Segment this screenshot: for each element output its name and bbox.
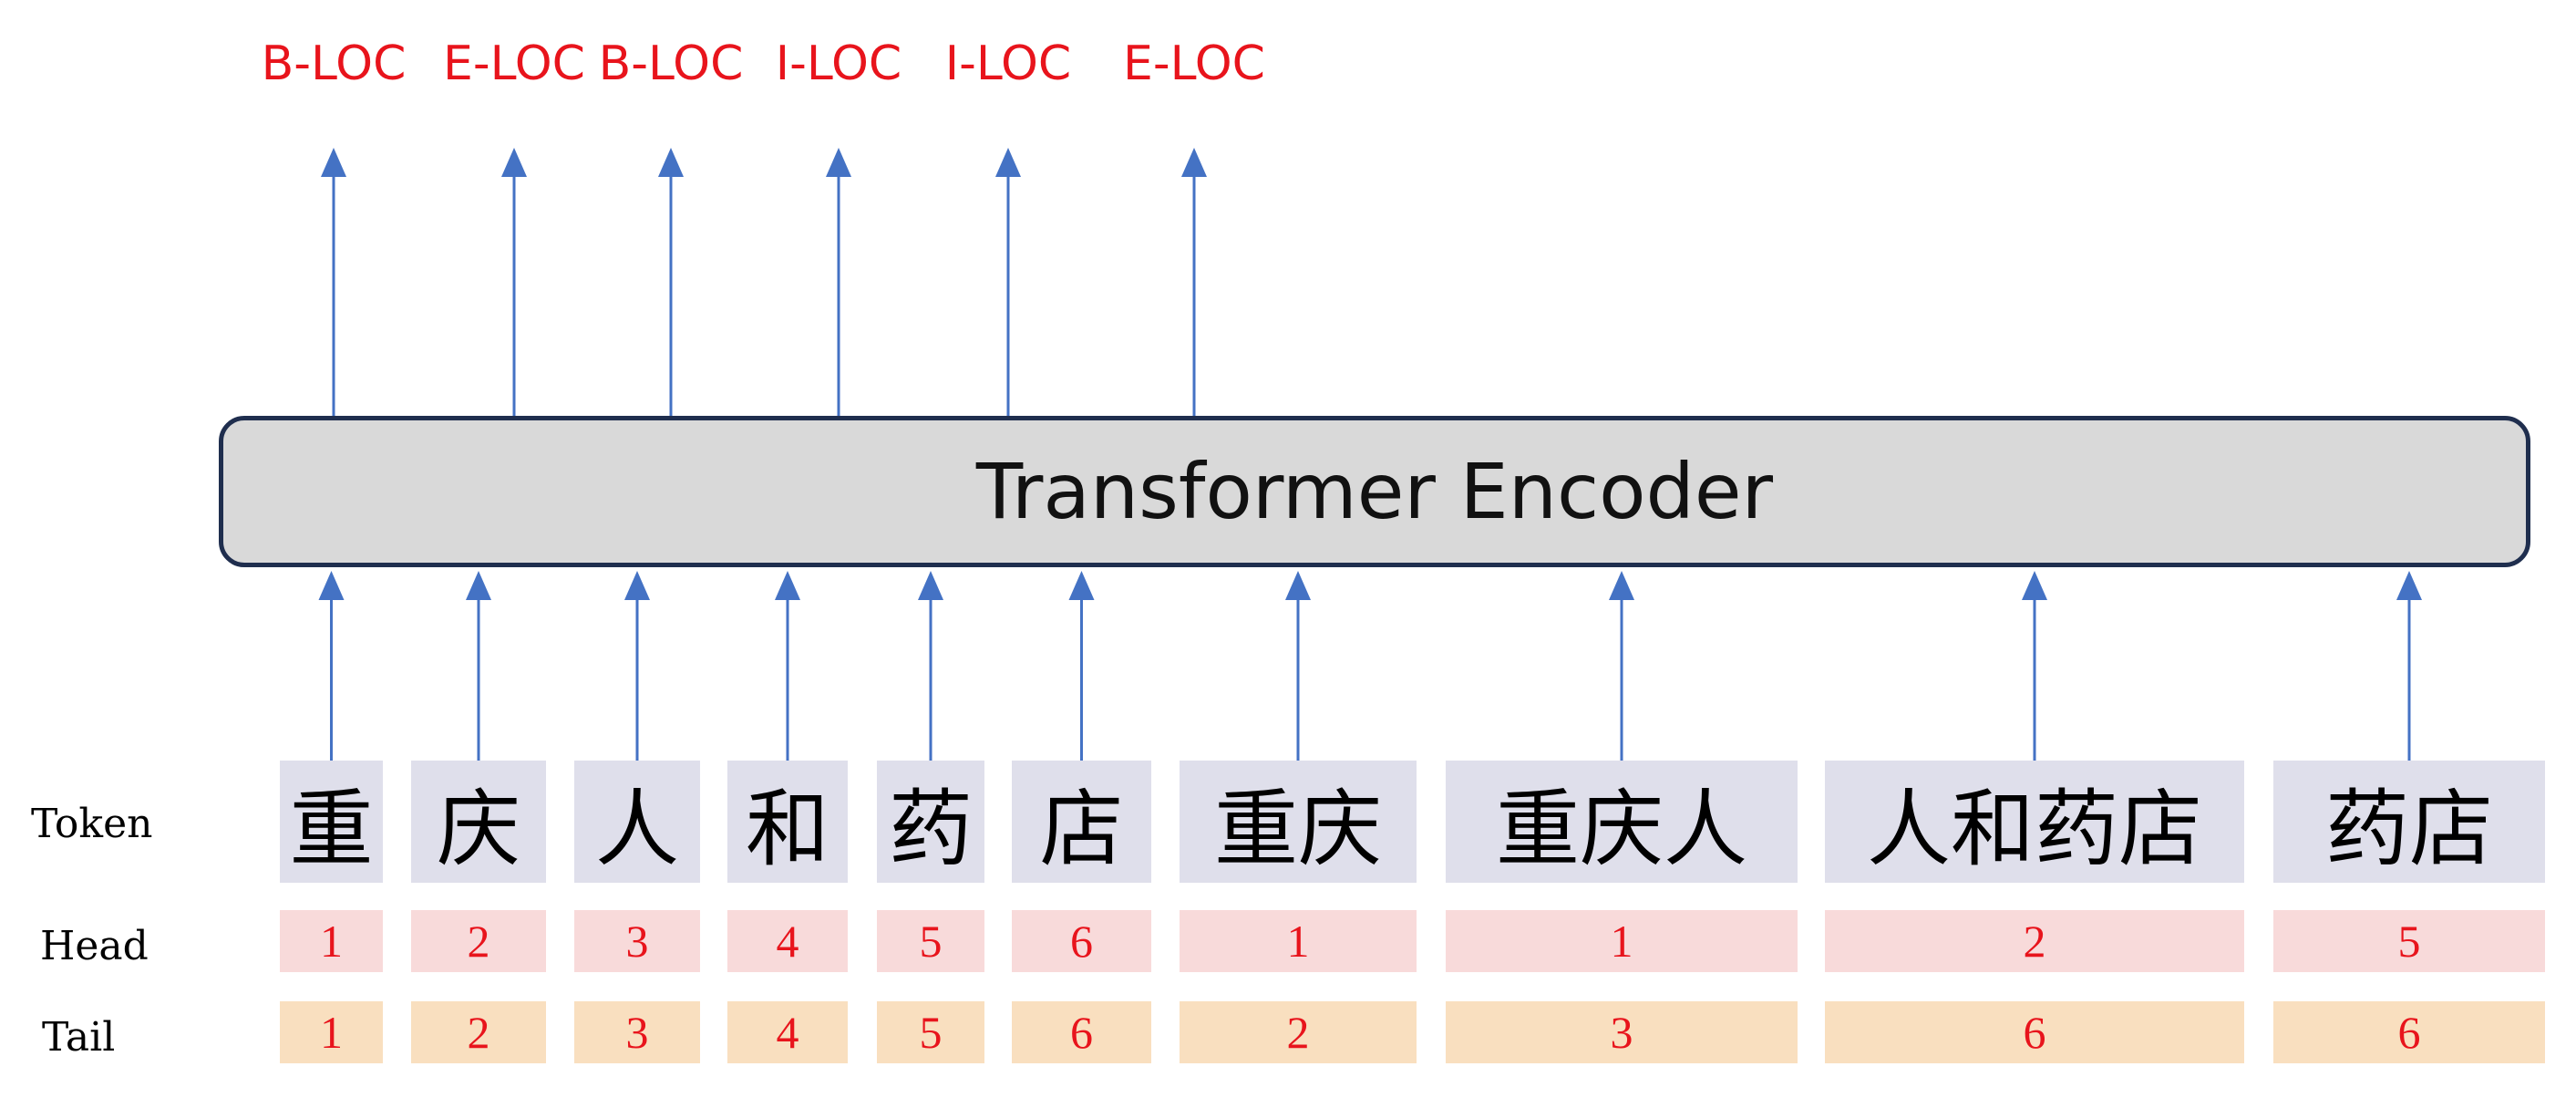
output-tag: I-LOC bbox=[775, 36, 902, 91]
transformer-encoder-block: Transformer Encoder bbox=[219, 416, 2530, 567]
tail-index-box: 3 bbox=[1446, 1001, 1798, 1063]
token-box: 人和药店 bbox=[1825, 761, 2244, 883]
head-index-box: 3 bbox=[574, 910, 700, 972]
tail-index-box: 2 bbox=[1180, 1001, 1417, 1063]
output-arrow bbox=[321, 148, 346, 416]
tail-index-box: 6 bbox=[1012, 1001, 1151, 1063]
encoder-label: Transformer Encoder bbox=[975, 447, 1774, 536]
input-arrow bbox=[775, 571, 800, 761]
tail-index-box: 6 bbox=[1825, 1001, 2244, 1063]
head-index-box: 2 bbox=[411, 910, 546, 972]
token-box: 人 bbox=[574, 761, 700, 883]
token-box: 重庆人 bbox=[1446, 761, 1798, 883]
token-box: 重庆 bbox=[1180, 761, 1417, 883]
input-arrow bbox=[624, 571, 650, 761]
head-index-box: 1 bbox=[1180, 910, 1417, 972]
head-index-box: 2 bbox=[1825, 910, 2244, 972]
token-box: 和 bbox=[727, 761, 848, 883]
output-tag: I-LOC bbox=[944, 36, 1072, 91]
input-arrow bbox=[466, 571, 491, 761]
tail-index-box: 6 bbox=[2273, 1001, 2545, 1063]
head-index-box: 4 bbox=[727, 910, 848, 972]
row-label-tail: Tail bbox=[42, 1014, 116, 1061]
input-arrow bbox=[2022, 571, 2047, 761]
tail-index-box: 5 bbox=[877, 1001, 984, 1063]
head-index-box: 1 bbox=[280, 910, 383, 972]
input-arrow bbox=[1609, 571, 1634, 761]
input-arrow bbox=[318, 571, 345, 761]
input-arrow bbox=[1285, 571, 1311, 761]
tail-index-box: 1 bbox=[280, 1001, 383, 1063]
head-index-box: 5 bbox=[2273, 910, 2545, 972]
input-arrow bbox=[1068, 571, 1095, 761]
output-arrow bbox=[658, 148, 684, 416]
output-arrow bbox=[995, 148, 1021, 416]
token-box: 药 bbox=[877, 761, 984, 883]
row-label-head: Head bbox=[40, 923, 149, 969]
output-tag: E-LOC bbox=[443, 36, 585, 91]
head-index-box: 5 bbox=[877, 910, 984, 972]
token-box: 庆 bbox=[411, 761, 546, 883]
output-tag: B-LOC bbox=[598, 36, 744, 91]
head-index-box: 1 bbox=[1446, 910, 1798, 972]
head-index-box: 6 bbox=[1012, 910, 1151, 972]
output-arrow bbox=[1181, 148, 1207, 416]
row-label-token: Token bbox=[31, 801, 153, 847]
output-tag: E-LOC bbox=[1123, 36, 1265, 91]
tail-index-box: 4 bbox=[727, 1001, 848, 1063]
token-box: 店 bbox=[1012, 761, 1151, 883]
output-arrow bbox=[826, 148, 851, 416]
output-arrow bbox=[501, 148, 527, 416]
token-box: 重 bbox=[280, 761, 383, 883]
input-arrow bbox=[2396, 571, 2422, 761]
tail-index-box: 3 bbox=[574, 1001, 700, 1063]
tail-index-box: 2 bbox=[411, 1001, 546, 1063]
input-arrow bbox=[918, 571, 943, 761]
token-box: 药店 bbox=[2273, 761, 2545, 883]
output-tag: B-LOC bbox=[261, 36, 407, 91]
